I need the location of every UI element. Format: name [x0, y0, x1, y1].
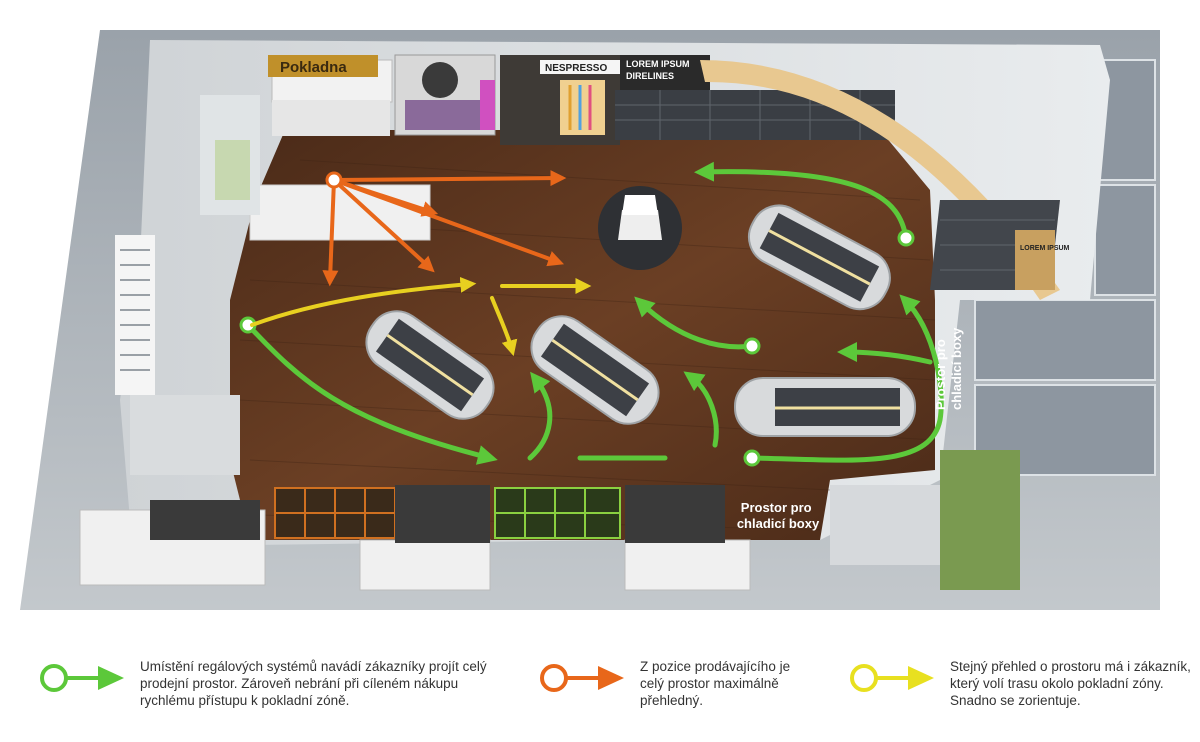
store-floor-plan: Pokladna NESPRESSO LOREM IPSUM DIRELINES	[20, 30, 1160, 610]
label-cooler-area-bottom: Prostor pro chladicí boxy	[737, 500, 820, 531]
sign-pokladna: Pokladna	[280, 59, 347, 76]
sign-nespresso: NESPRESSO	[545, 63, 607, 74]
bottom-counters	[79, 450, 1020, 591]
cooler-island-2	[530, 315, 660, 425]
cooler-island-1	[365, 310, 495, 420]
green-paths	[245, 161, 944, 465]
legend-text-yellow: Stejný přehled o prostoru má i zákazník,…	[950, 659, 1191, 708]
sign-lorem-ipsum-3: LOREM IPSUM	[1020, 245, 1070, 252]
sign-lorem-ipsum-1: LOREM IPSUM	[626, 59, 690, 69]
top-right-shelves: LOREM IPSUM DIRELINES LOREM IPSUM	[615, 55, 1070, 300]
yellow-paths	[250, 276, 592, 357]
legend-item-yellow: Stejný přehled o prostoru má i zákazník,…	[846, 658, 1191, 709]
orange-path-start	[325, 171, 343, 189]
green-path-starts	[239, 229, 915, 467]
yellow-circle-arrow-icon	[850, 664, 934, 692]
nespresso-shelf: NESPRESSO	[500, 55, 620, 145]
label-cooler-area-right: Prostor pro chladicí boxy	[933, 327, 964, 410]
green-circle-arrow-icon	[40, 664, 124, 692]
sign-lorem-ipsum-2: DIRELINES	[626, 71, 674, 81]
orange-circle-arrow-icon	[540, 664, 624, 692]
legend-text-green: Umístění regálových systémů navádí zákaz…	[140, 659, 487, 708]
shelf-grid-green	[494, 487, 621, 539]
shelf-grid-orange	[274, 487, 396, 539]
orange-paths	[322, 170, 567, 287]
cooler-island-3	[747, 204, 891, 311]
round-display-table	[598, 186, 682, 270]
legend-text-orange: Z pozice prodávajícího je celý prostor m…	[640, 659, 791, 708]
cooler-island-4	[734, 377, 916, 437]
legend-item-orange: Z pozice prodávajícího je celý prostor m…	[536, 658, 790, 709]
checkout-counter: Pokladna	[268, 54, 496, 136]
legend-item-green: Umístění regálových systémů navádí zákaz…	[36, 658, 487, 709]
